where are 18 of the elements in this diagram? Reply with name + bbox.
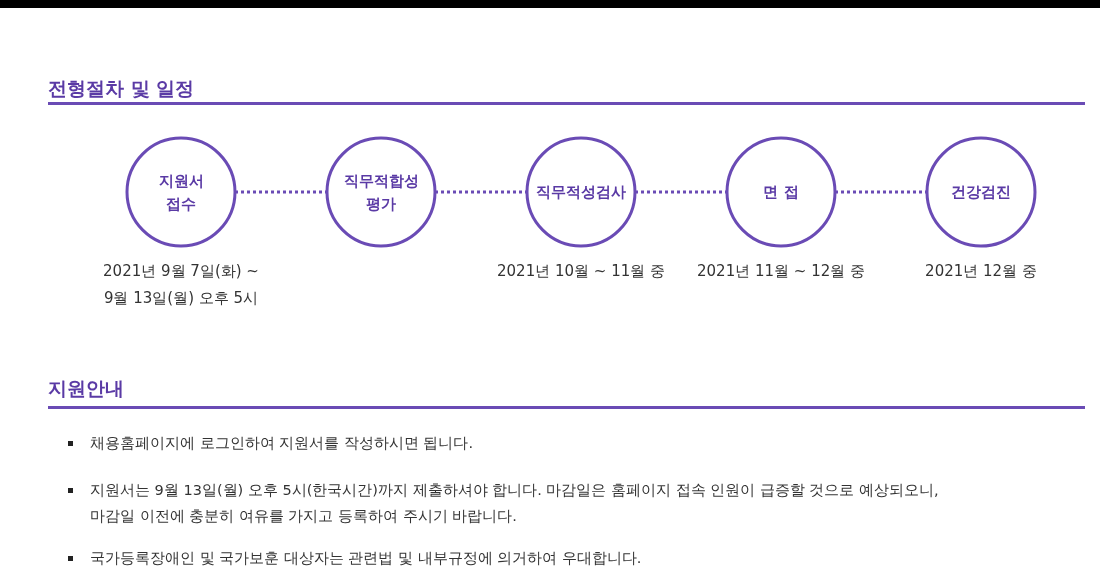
step-circle: 직무적합성 평가 (325, 136, 437, 248)
section-heading: 지원안내 (48, 376, 124, 400)
dotted-connector (635, 190, 727, 194)
bullet-text: 국가등록장애인 및 국가보훈 대상자는 관련법 및 내부규정에 의거하여 우대합니다. (90, 549, 642, 568)
dotted-connector (835, 190, 927, 194)
bullet-text: 채용홈페이지에 로그인하여 지원서를 작성하시면 됩니다. (90, 434, 474, 453)
step-circle: 건강검진 (925, 136, 1037, 248)
date-text: 2021년 12월 중 (925, 261, 1037, 282)
dotted-connector (435, 190, 527, 194)
section-heading: 전형절차 및 일정 (48, 76, 195, 100)
date-text: 2021년 10월 ~ 11월 중 (497, 261, 665, 282)
step-circle: 지원서 접수 (125, 136, 237, 248)
step-circle: 직무적성검사 (525, 136, 637, 248)
date-text: 2021년 11월 ~ 12월 중 (697, 261, 865, 282)
bullet-text: 지원서는 9월 13일(월) 오후 5시(한국시간)까지 제출하셔야 합니다. 마감일은 홈페이지 접속 인원이 급증할 것으로 예상되오니, 마감일 이전에 충분히 여유를 가지고 등록하여 주시기 바랍니다. (90, 481, 940, 526)
date-text: 2021년 9월 7일(화) ~ 9월 13일(월) 오후 5시 (102, 261, 260, 309)
dotted-connector (235, 190, 327, 194)
step-circle: 면 접 (725, 136, 837, 248)
